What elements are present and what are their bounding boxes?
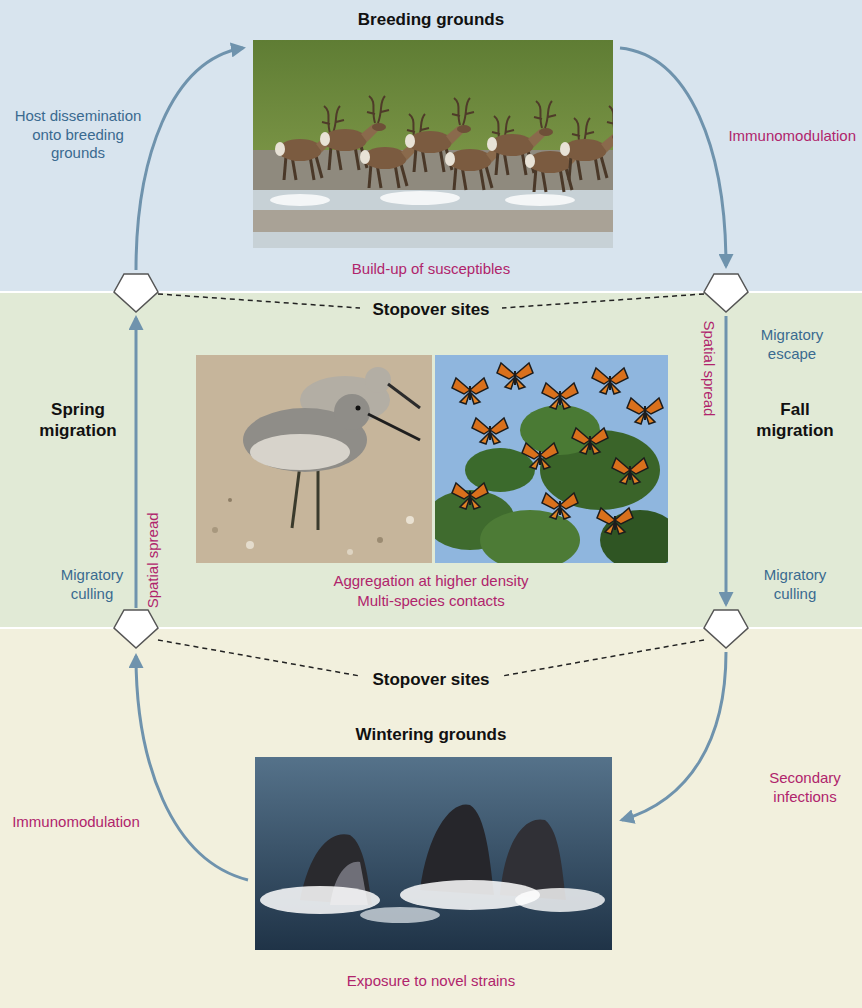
process-label: Host dissemination onto breeding grounds bbox=[8, 107, 148, 163]
site-label: Stopover sites bbox=[372, 669, 489, 690]
process-label: Migratory escape bbox=[752, 326, 832, 364]
region-title: Breeding grounds bbox=[358, 9, 504, 30]
effect-label: Immunomodulation bbox=[12, 813, 140, 832]
process-label: Migratory culling bbox=[52, 566, 132, 604]
region-title: Wintering grounds bbox=[356, 724, 507, 745]
region-note: Multi-species contacts bbox=[357, 592, 505, 611]
process-label: Migratory culling bbox=[755, 566, 835, 604]
effect-label: Spatial spread bbox=[144, 512, 163, 608]
region-note: Exposure to novel strains bbox=[347, 972, 515, 991]
effect-label: Immunomodulation bbox=[728, 127, 856, 146]
phase-label: Fall migration bbox=[750, 399, 840, 442]
effect-label: Spatial spread bbox=[700, 320, 719, 416]
effect-label: Secondary infections bbox=[759, 769, 851, 807]
phase-label: Spring migration bbox=[33, 399, 123, 442]
region-note: Aggregation at higher density bbox=[333, 572, 528, 591]
site-label: Stopover sites bbox=[372, 299, 489, 320]
region-note: Build-up of susceptibles bbox=[352, 260, 510, 279]
